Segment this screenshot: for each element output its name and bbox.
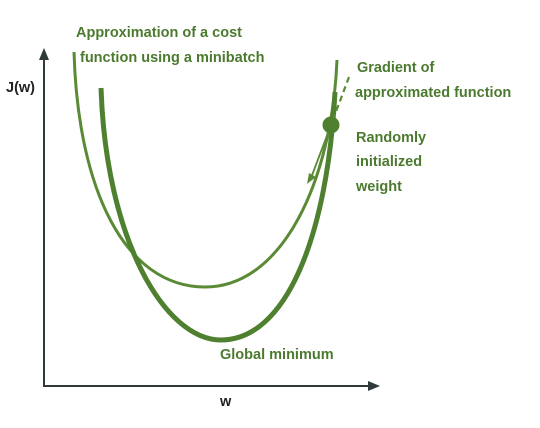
x-axis-arrowhead-icon (368, 381, 380, 391)
global-minimum-label: Global minimum (220, 347, 334, 363)
weight-label-line2: initialized (356, 154, 422, 170)
gradient-arrow-line (310, 124, 332, 179)
approximation-curve (72, 51, 339, 289)
gradient-arrowhead-icon (307, 173, 316, 184)
y-axis-label: J(w) (6, 80, 35, 96)
cost-curve (98, 87, 338, 343)
weight-label-line1: Randomly (356, 130, 426, 146)
weight-point-icon (322, 116, 340, 134)
approx-label-line1: Approximation of a cost (76, 25, 242, 41)
x-axis-label: w (219, 394, 232, 410)
gradient-label-line2: approximated function (355, 85, 511, 101)
gradient-tangent-dashed (329, 76, 351, 126)
axes (39, 48, 380, 391)
gradient-label-line1: Gradient of (357, 60, 435, 76)
y-axis-arrowhead-icon (39, 48, 49, 60)
weight-label-line3: weight (355, 179, 402, 195)
approx-label-line2: function using a minibatch (80, 50, 264, 66)
